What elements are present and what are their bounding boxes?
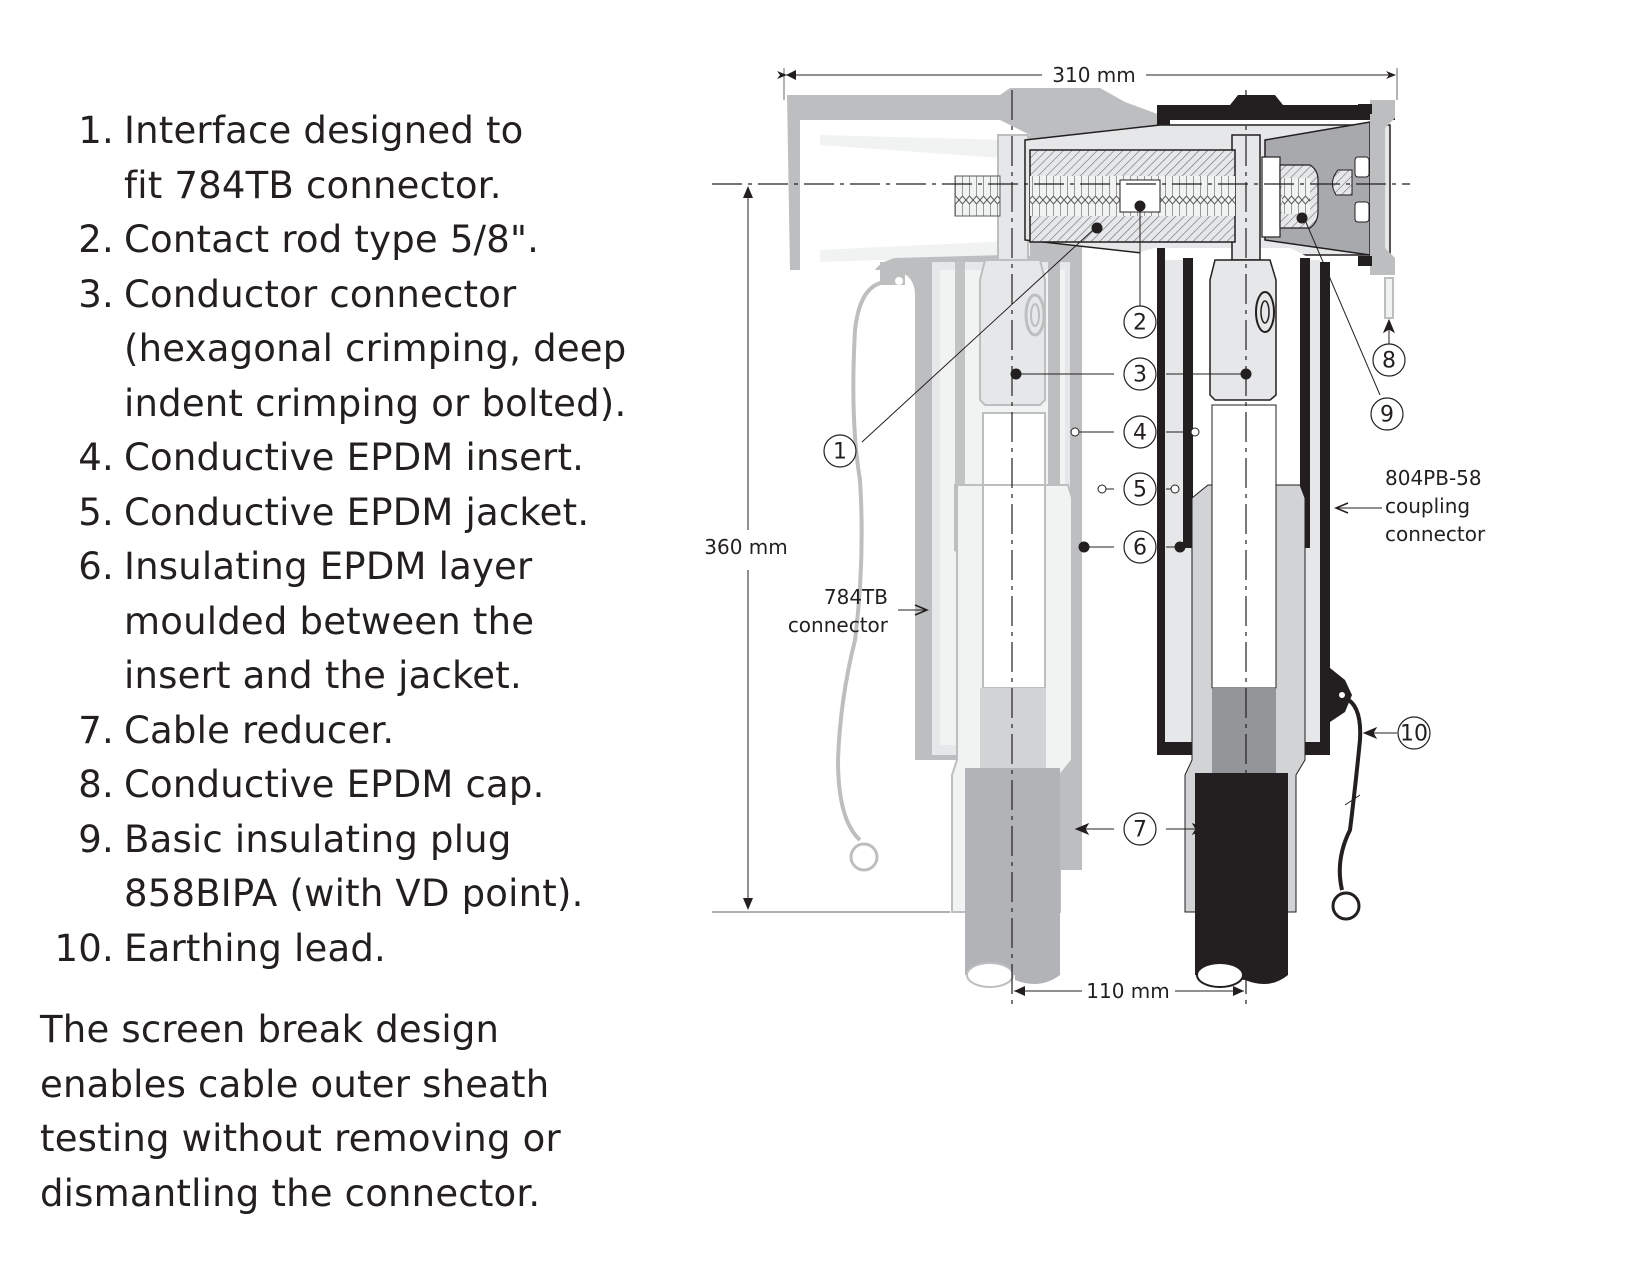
legend-number: 4.	[78, 436, 114, 479]
legend-number: 5.	[78, 490, 114, 534]
right-connector-label-line1: 804PB-58	[1385, 466, 1482, 490]
callout-5: 5	[1123, 472, 1157, 506]
legend-item-8: 8. Conductive EPDM cap.	[0, 758, 660, 813]
callout-10: 10	[1397, 716, 1431, 750]
legend-number: 7.	[78, 708, 114, 752]
callout-number: 7	[1133, 818, 1147, 843]
dimension-360mm: 360 mm	[704, 186, 950, 913]
callout-6: 6	[1123, 530, 1157, 564]
callout-1: 1	[823, 434, 857, 468]
left-earthing-lead	[835, 280, 886, 842]
legend-number: 8.	[78, 763, 114, 806]
note-line: enables cable outer sheath	[40, 1062, 550, 1106]
arrow-icon	[914, 604, 929, 616]
legend-text: Conductive EPDM cap.	[124, 763, 545, 806]
legend-item-6: 6. Insulating EPDM layer moulded between…	[0, 540, 660, 704]
callout-number: 3	[1133, 363, 1147, 388]
callout-number: 8	[1382, 349, 1396, 374]
legend-text: Conductor connector	[124, 272, 517, 316]
legend-item-1: 1. Interface designed to fit 784TB conne…	[0, 104, 660, 213]
callout-3: 3	[1123, 357, 1157, 391]
left-earthing-ring	[849, 842, 879, 872]
left-connector-label-line2: connector	[788, 613, 889, 637]
legend-number: 6.	[78, 545, 114, 588]
legend-item-4: 4. Conductive EPDM insert.	[0, 431, 660, 486]
callout-number: 6	[1133, 536, 1147, 561]
right-earthing-lead	[1337, 696, 1363, 891]
legend-text: insert and the jacket.	[124, 654, 522, 697]
legend-text: (hexagonal crimping, deep	[124, 327, 627, 370]
legend-list: 1. Interface designed to fit 784TB conne…	[0, 104, 660, 976]
callout-8: 8	[1372, 343, 1406, 377]
callout-number: 10	[1400, 722, 1428, 747]
legend-text: moulded between the	[124, 599, 535, 643]
legend-text: Basic insulating plug	[124, 817, 512, 861]
callout-9: 9	[1370, 397, 1404, 431]
contact-rod-assembly	[954, 149, 1319, 243]
dimension-height-label: 360 mm	[704, 535, 788, 559]
dimension-spacing-label: 110 mm	[1086, 979, 1170, 1003]
legend-item-7: 7. Cable reducer.	[0, 704, 660, 759]
callout-leaders	[861, 200, 1397, 836]
note-line: testing without removing or	[40, 1117, 561, 1160]
legend-item-9: 9. Basic insulating plug 858BIPA (with V…	[0, 813, 660, 922]
legend-text: Conductive EPDM jacket.	[124, 490, 590, 534]
callout-number: 9	[1380, 403, 1394, 428]
left-housing	[787, 88, 1160, 270]
legend-number: 9.	[78, 817, 114, 861]
left-784tb-connector	[787, 88, 1160, 988]
callout-number: 2	[1133, 311, 1147, 336]
legend-text: Insulating EPDM layer	[124, 545, 533, 588]
dimension-310mm: 310 mm	[777, 63, 1398, 100]
legend-number: 10.	[54, 926, 114, 970]
callout-number: 5	[1133, 478, 1147, 503]
arrow-icon	[1334, 502, 1349, 514]
callout-4: 4	[1123, 415, 1157, 449]
right-connector-label-line2: coupling	[1385, 494, 1470, 518]
legend-text: indent crimping or bolted).	[124, 381, 627, 425]
dimension-width-label: 310 mm	[1052, 63, 1136, 87]
legend-item-2: 2. Contact rod type 5/8".	[0, 213, 660, 268]
legend-text: Interface designed to	[124, 109, 524, 152]
legend-text: fit 784TB connector.	[124, 163, 502, 207]
legend-text: 858BIPA (with VD point).	[124, 872, 584, 915]
right-connector-label-line3: connector	[1385, 522, 1486, 546]
legend-text: Earthing lead.	[124, 926, 386, 970]
legend-number: 2.	[78, 218, 114, 261]
legend-item-3: 3. Conductor connector (hexagonal crimpi…	[0, 268, 660, 432]
note-line: The screen break design	[40, 1008, 500, 1051]
note-line: dismantling the connector.	[40, 1171, 541, 1215]
legend-number: 3.	[78, 272, 114, 316]
callout-number: 1	[833, 440, 847, 465]
legend-text: Cable reducer.	[124, 708, 395, 752]
dimension-110mm: 110 mm	[1014, 979, 1244, 1003]
right-earthing-ring	[1331, 891, 1361, 921]
legend-number: 1.	[78, 109, 114, 152]
legend-text: Conductive EPDM insert.	[124, 436, 585, 479]
callout-2: 2	[1123, 305, 1157, 339]
left-connector-label-line1: 784TB	[824, 585, 888, 609]
screen-break-mark	[1344, 794, 1361, 806]
legend-item-10: 10. Earthing lead.	[0, 922, 660, 977]
legend-item-5: 5. Conductive EPDM jacket.	[0, 486, 660, 541]
callout-7: 7	[1123, 812, 1157, 846]
callout-number: 4	[1133, 421, 1147, 446]
screen-break-note: The screen break design enables cable ou…	[40, 1003, 561, 1221]
legend-text: Contact rod type 5/8".	[124, 218, 540, 261]
